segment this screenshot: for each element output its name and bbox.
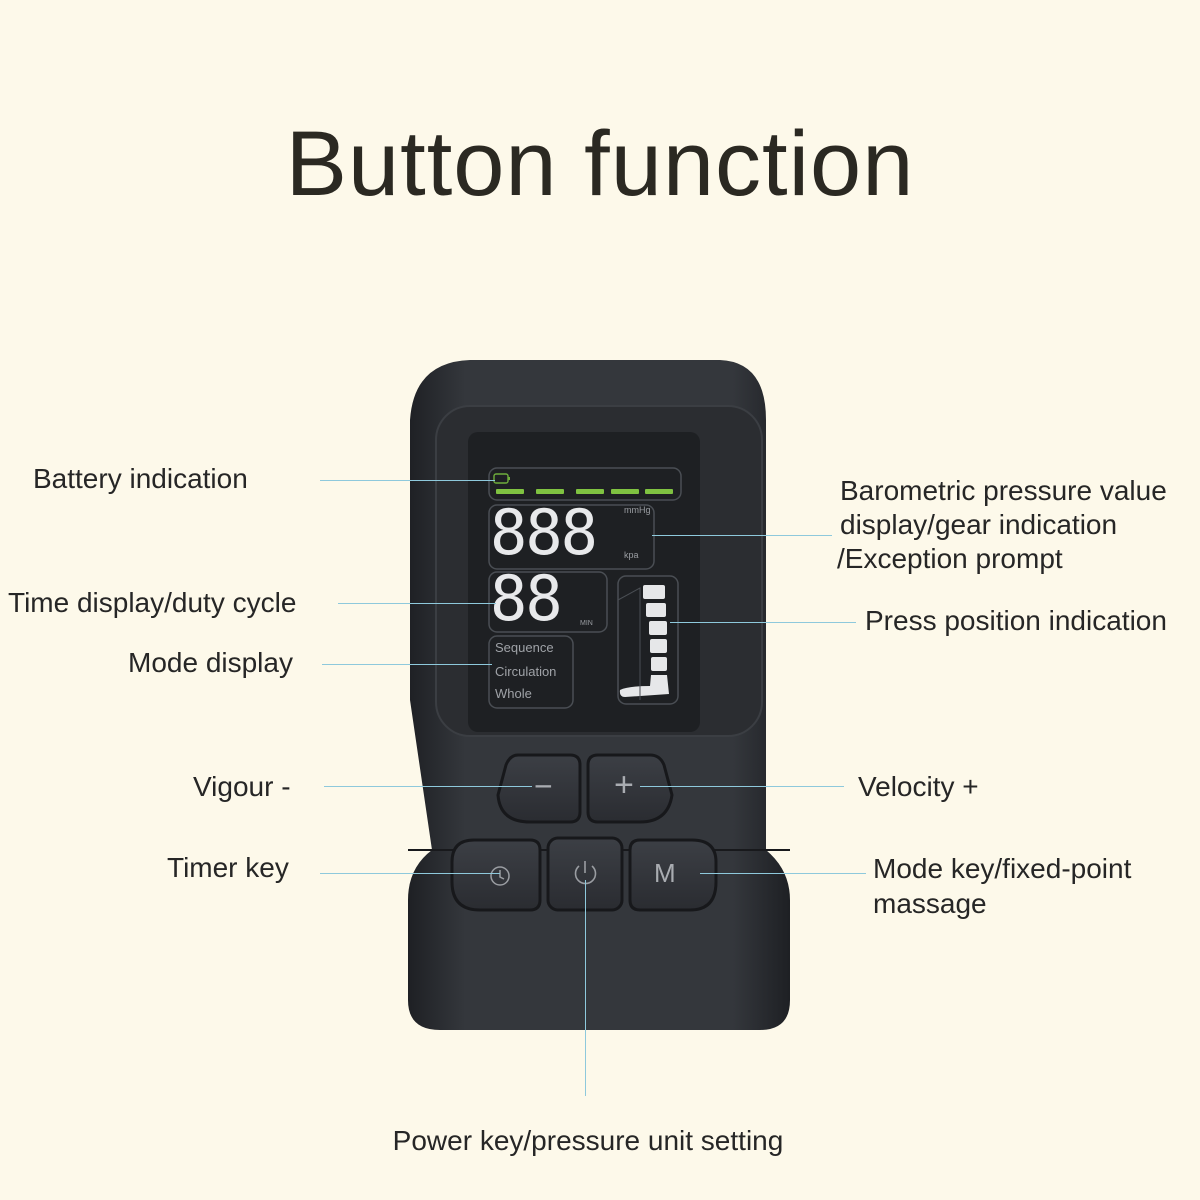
page-title: Button function	[285, 113, 915, 215]
label-vigour: Vigour -	[193, 771, 291, 802]
timer-button	[450, 838, 542, 912]
mode-button	[628, 838, 718, 912]
label-battery: Battery indication	[33, 463, 248, 494]
pressure-digits: 888	[490, 496, 598, 569]
label-pressure-3: /Exception prompt	[837, 543, 1063, 574]
battery-bars	[496, 489, 673, 494]
label-velocity: Velocity +	[858, 771, 979, 802]
minus-button	[496, 753, 582, 824]
label-time: Time display/duty cycle	[8, 587, 297, 618]
label-mode-key-2: massage	[873, 888, 987, 919]
mode-button-label[interactable]: M	[654, 858, 676, 888]
plus-button-label[interactable]: +	[614, 766, 634, 804]
press-position-frame	[617, 575, 679, 705]
clock-icon	[490, 866, 510, 886]
leg-indicator	[619, 585, 669, 697]
mode-whole: Whole	[495, 686, 532, 701]
battery-indicator-frame	[488, 467, 682, 501]
mode-circulation: Circulation	[495, 664, 557, 679]
label-mode-display: Mode display	[128, 647, 293, 678]
label-timer: Timer key	[167, 852, 289, 883]
label-mode-key-1: Mode key/fixed-point	[873, 853, 1132, 884]
plus-button	[586, 753, 674, 824]
mode-display-frame	[488, 635, 574, 709]
mode-sequence: Sequence	[495, 640, 554, 655]
time-unit: MIN	[580, 620, 593, 627]
pressure-display-frame	[488, 504, 655, 570]
pressure-unit-kpa: kpa	[624, 550, 639, 560]
lcd-screen	[468, 432, 700, 732]
label-pressure-1: Barometric pressure value	[840, 475, 1167, 506]
battery-icon	[493, 473, 510, 484]
pressure-unit-mmhg: mmHg	[624, 505, 651, 515]
time-display-frame	[488, 571, 608, 633]
label-press-position: Press position indication	[865, 605, 1167, 636]
minus-button-label[interactable]: −	[534, 768, 553, 804]
label-power: Power key/pressure unit setting	[392, 1125, 784, 1156]
time-digits: 88	[490, 562, 563, 635]
label-pressure-2: display/gear indication	[840, 509, 1118, 540]
